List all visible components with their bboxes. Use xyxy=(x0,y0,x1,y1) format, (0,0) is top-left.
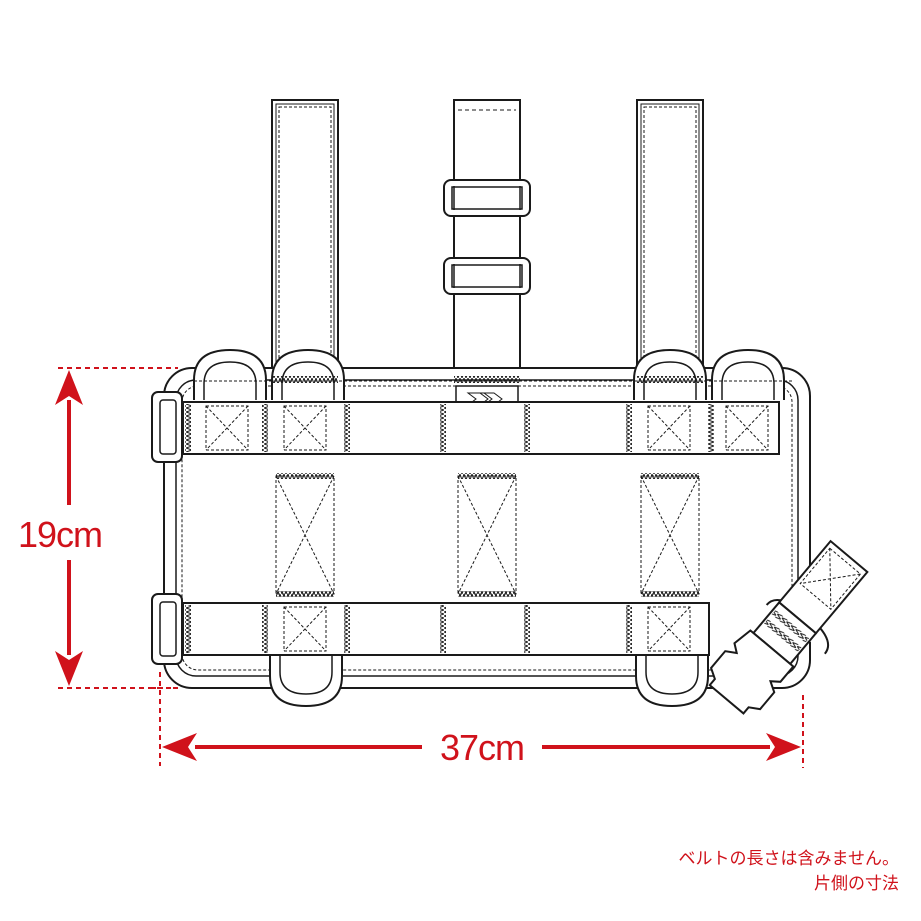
height-dimension xyxy=(55,367,178,689)
top-strap-right xyxy=(636,99,704,371)
bottom-d-rings xyxy=(269,656,709,708)
note-one-side-dimensions: 片側の寸法 xyxy=(814,874,899,894)
note-belt-length-excluded: ベルトの長さは含みません。 xyxy=(678,849,900,869)
width-dimension-label: 37cm xyxy=(434,730,531,766)
slider-buckle-lower xyxy=(443,257,531,295)
webbing-row-top xyxy=(151,391,780,463)
top-strap-left xyxy=(271,99,339,371)
width-dimension xyxy=(152,672,804,768)
slider-buckle-upper xyxy=(443,179,531,217)
webbing-row-bottom xyxy=(151,593,710,665)
side-release-buckle-assembly xyxy=(708,539,869,715)
top-strap-center xyxy=(453,99,521,379)
height-dimension-label: 19cm xyxy=(18,514,103,555)
top-d-rings xyxy=(193,348,785,400)
